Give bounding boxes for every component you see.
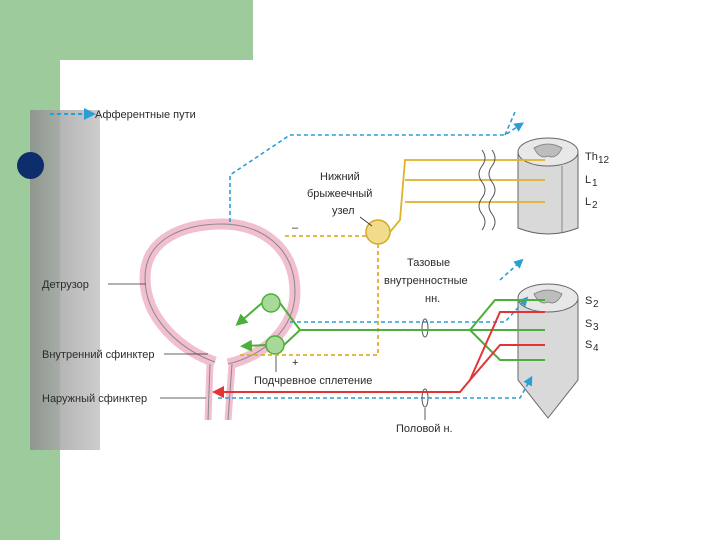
label-internal-sphincter: Внутренний сфинктер — [42, 349, 155, 361]
segment-s4-sub: 4 — [593, 343, 599, 354]
label-detrusor: Детрузор — [42, 279, 89, 291]
label-ganglion-line3: узел — [332, 205, 355, 217]
segment-l2-sub: 2 — [592, 200, 598, 211]
inferior-mesenteric-ganglion — [365, 219, 391, 245]
label-ganglion-line2: брыжеечный — [307, 188, 372, 200]
label-external-sphincter: Наружный сфинктер — [42, 393, 147, 405]
bullet-point — [17, 152, 44, 179]
parasympathetic-paths — [235, 299, 545, 361]
segment-s4: S — [585, 339, 592, 351]
segment-s3-sub: 3 — [593, 322, 599, 333]
somatic-paths — [212, 311, 545, 398]
hypogastric-plexus-ganglia — [261, 293, 285, 355]
label-hypogastric-plexus: Подчревное сплетение — [254, 375, 372, 387]
afferent-paths — [218, 111, 533, 399]
segment-l2: L — [585, 196, 591, 208]
slide-panel — [60, 60, 720, 540]
label-pelvic-line1: Тазовые — [407, 257, 450, 269]
green-band-top — [60, 0, 253, 60]
label-ganglion-line1: Нижний — [320, 171, 360, 183]
segment-l-sub: 1 — [592, 178, 598, 189]
segment-s2: S — [585, 295, 592, 307]
segment-l: L — [585, 174, 591, 186]
label-pudendal-nerve: Половой н. — [396, 423, 453, 435]
sympathetic-paths — [238, 159, 545, 356]
spinal-cord-lower — [517, 283, 579, 419]
segment-s3: S — [585, 318, 592, 330]
segment-th: Th — [585, 151, 598, 163]
label-pelvic-line3: нн. — [425, 293, 440, 305]
nerve-cut-marks — [421, 149, 496, 408]
legend-afferent-label: Афферентные пути — [95, 109, 196, 121]
spinal-cord-upper — [517, 137, 579, 235]
parasympathetic-plus-sign: + — [292, 357, 298, 369]
label-pelvic-line2: внутренностные — [384, 275, 468, 287]
sympathetic-minus-sign: – — [292, 222, 299, 234]
legend-afferent: Афферентные пути — [50, 108, 196, 121]
segment-s2-sub: 2 — [593, 299, 599, 310]
label-ganglion-leader — [359, 216, 373, 227]
segment-th-sub: 12 — [598, 155, 610, 166]
bladder — [139, 218, 301, 421]
